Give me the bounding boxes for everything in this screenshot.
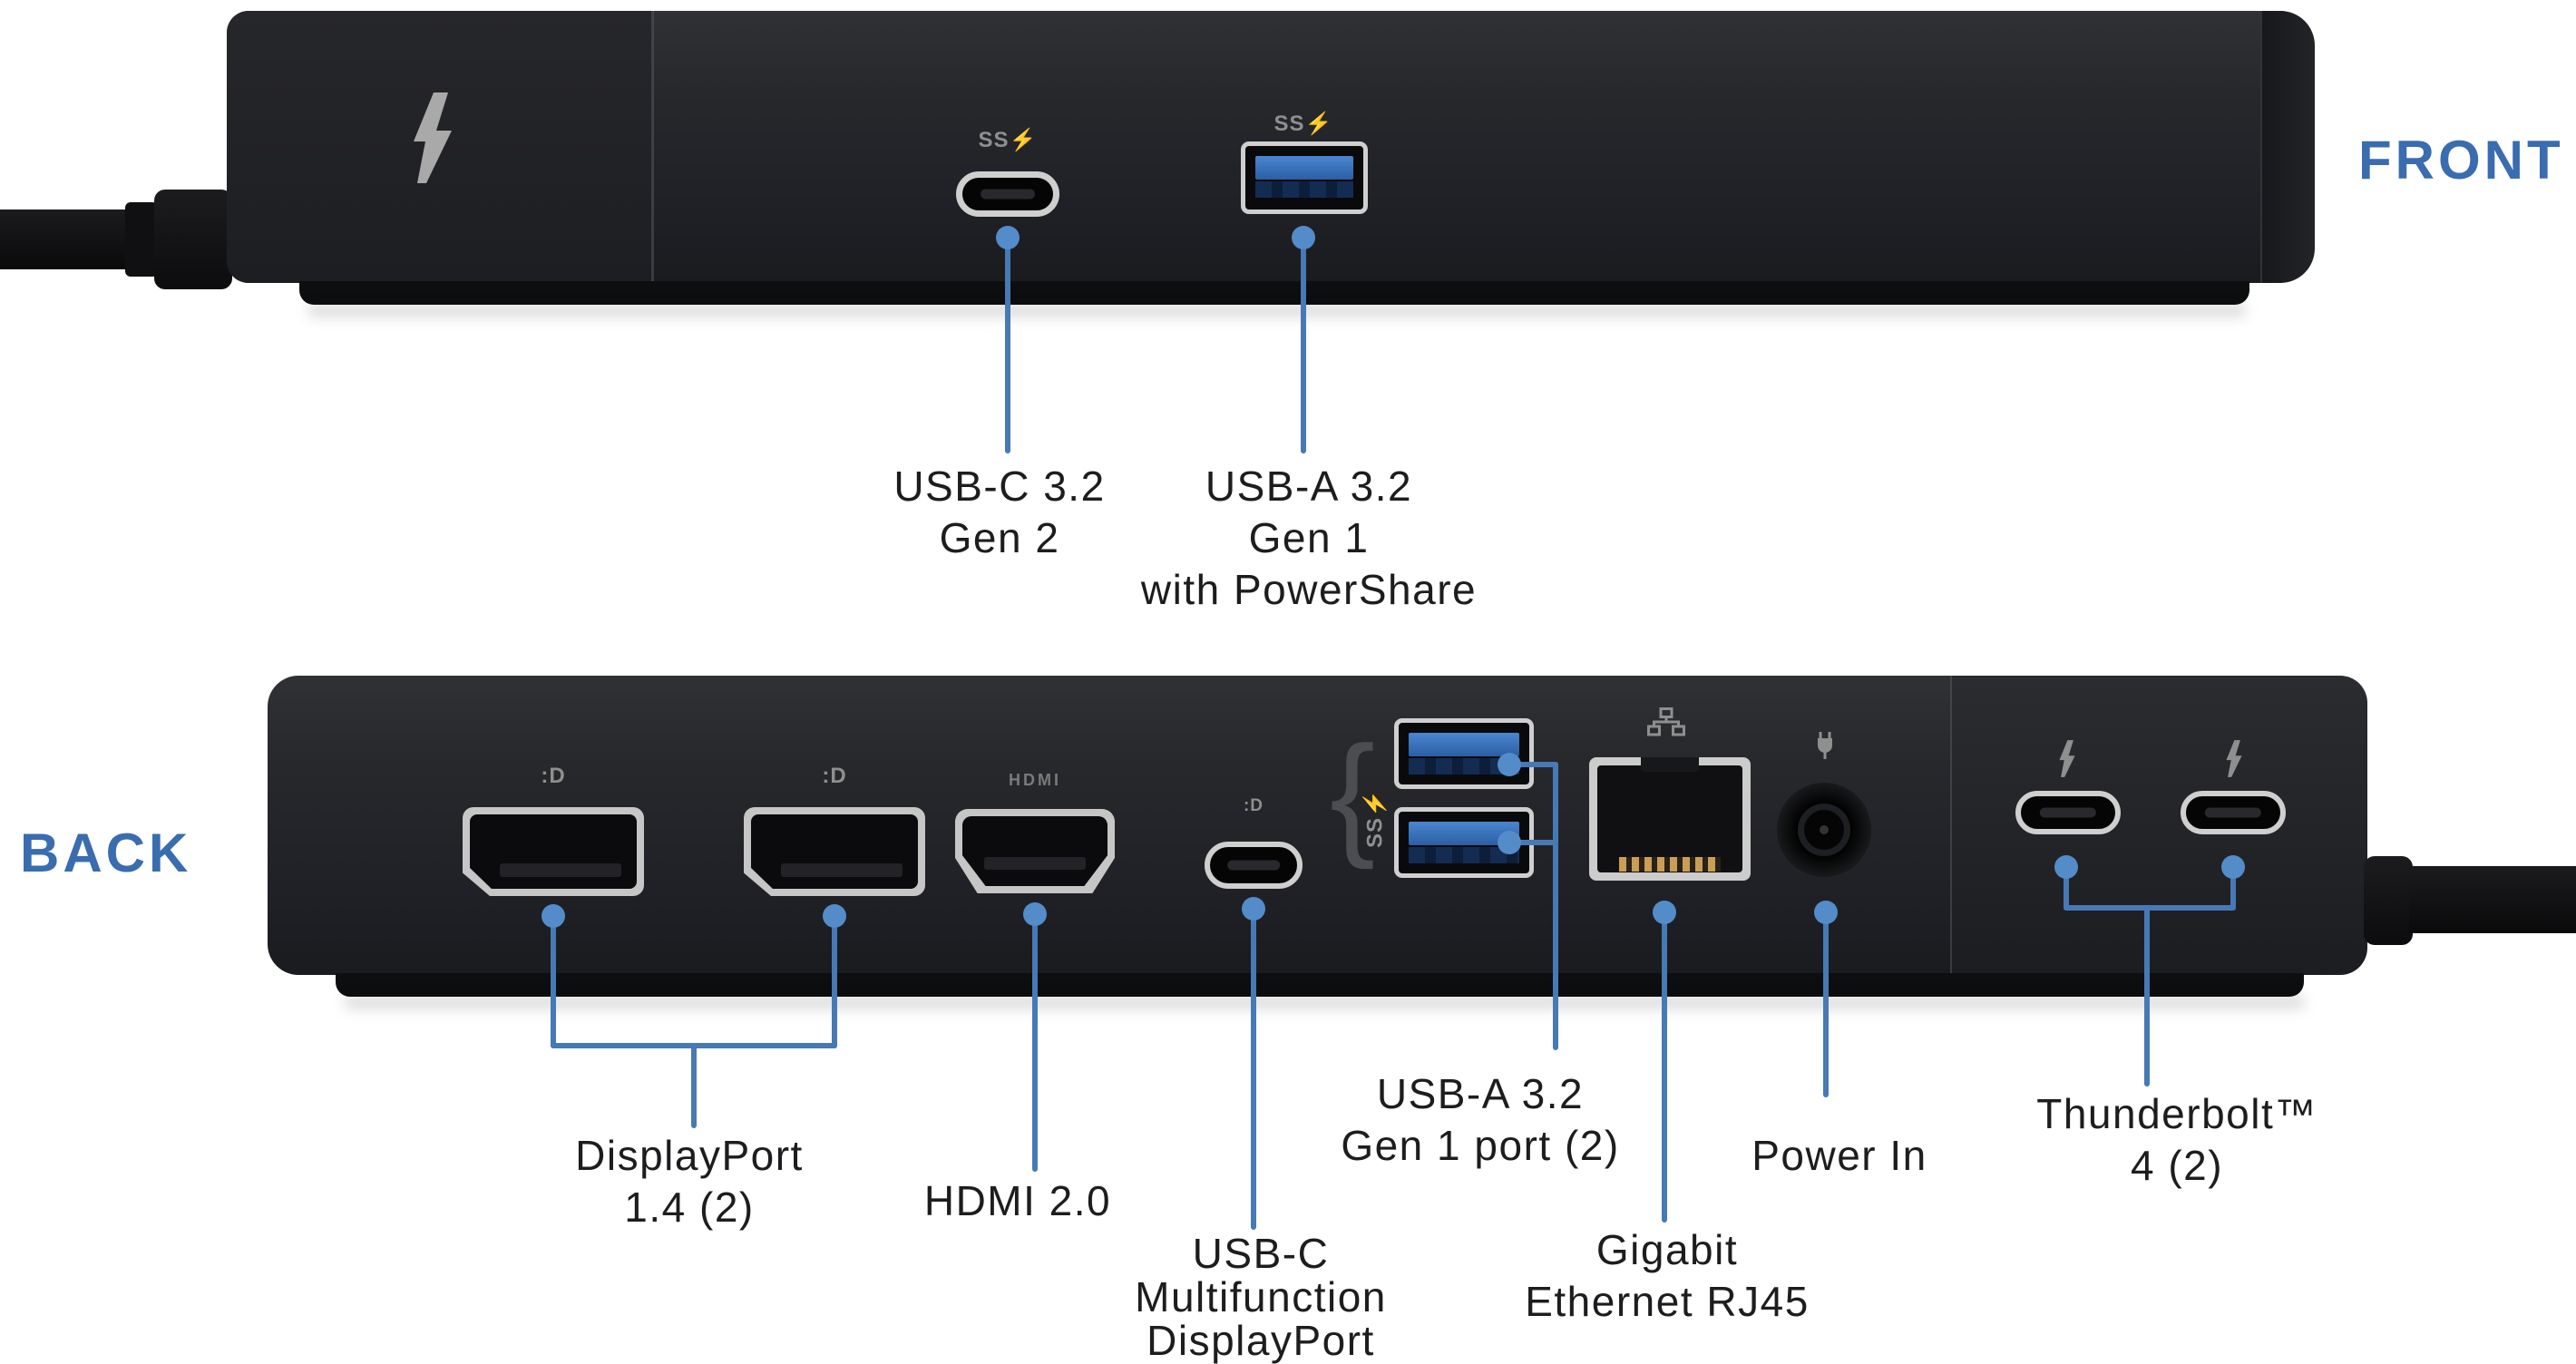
callout-dot [1242, 897, 1265, 921]
callout-line [1515, 762, 1558, 767]
usb-a-front-contacts [1255, 181, 1353, 198]
front-cable-ferrule [125, 202, 158, 277]
displayport-1-slot [500, 863, 622, 877]
rj45-pins [1619, 857, 1721, 872]
thunderbolt-logo-icon [414, 93, 452, 183]
callout-dot [2221, 855, 2245, 879]
superspeed-icon: SS⚡ [978, 128, 1038, 152]
front-cable-strain-relief [154, 190, 232, 289]
hdmi-icon: HDMI [1009, 771, 1061, 789]
displayport-1-port [463, 807, 644, 896]
dock-front-right-cap [2260, 11, 2315, 283]
callout-dot [1498, 753, 1521, 776]
callout-dot [1814, 901, 1838, 924]
hdmi-slot [984, 857, 1086, 870]
back-title: BACK [20, 823, 192, 883]
usb-c-back-port [1205, 842, 1303, 889]
label-usb-a-front: USB-A 3.2 Gen 1 with PowerShare [1140, 463, 1478, 613]
front-body-seam [651, 11, 654, 283]
callout-line [832, 923, 837, 1048]
back-cable-strain-relief [2364, 856, 2413, 945]
dock-back-base [336, 973, 2304, 997]
back-cable [2409, 866, 2576, 933]
displayport-2-slot [781, 863, 903, 877]
callout-dot [1498, 831, 1521, 854]
thunderbolt-1-slot [2039, 807, 2097, 818]
displayport-alt-mode-icon: :D [1243, 796, 1264, 815]
hdmi-inner [962, 816, 1107, 886]
usb-a-back-1-contacts [1409, 758, 1519, 775]
displayport-2-inner [751, 814, 918, 889]
label-usb-c-front: USB-C 3.2 Gen 2 [893, 463, 1106, 561]
front-title: FRONT [2358, 130, 2564, 190]
thunderbolt-port-2 [2181, 791, 2286, 834]
callout-line [1251, 916, 1256, 1230]
callout-line [2064, 874, 2069, 911]
displayport-icon: :D [541, 764, 566, 788]
thunderbolt-icon [2059, 740, 2075, 777]
callout-line [551, 923, 556, 1048]
usb-a-back-2-contacts [1409, 847, 1519, 863]
ethernet-rj45-port [1589, 757, 1751, 881]
front-cable [0, 209, 129, 269]
callout-dot [1292, 226, 1315, 249]
displayport-icon: :D [822, 764, 847, 788]
callout-line [1662, 920, 1667, 1223]
rj45-inner [1597, 765, 1742, 872]
power-in-icon [1818, 732, 1832, 759]
callout-dot [2054, 855, 2078, 879]
rj45-notch [1641, 757, 1699, 772]
callout-line [1515, 840, 1558, 845]
callout-line [691, 1043, 697, 1128]
usb-c-back-slot [1227, 860, 1280, 871]
usb-a-front-port [1241, 141, 1368, 214]
front-shadow [308, 303, 2245, 317]
callout-line [1553, 762, 1558, 1050]
ethernet-icon [1647, 707, 1685, 736]
hdmi-port [955, 809, 1115, 893]
callout-line [2144, 905, 2150, 1086]
label-usb-c-multifunction: USB-C Multifunction DisplayPort [1135, 1230, 1387, 1364]
label-usb-a-back: USB-A 3.2 Gen 1 port (2) [1341, 1070, 1620, 1169]
usb-c-front-slot [981, 189, 1035, 200]
callout-dot [823, 904, 846, 928]
power-in-jack [1777, 783, 1871, 877]
superspeed-icon: SS⚡ [1273, 112, 1333, 136]
callout-line [1823, 920, 1829, 1097]
label-displayport: DisplayPort 1.4 (2) [575, 1132, 804, 1231]
usb-c-front-port [956, 171, 1059, 217]
thunderbolt-icon [2226, 740, 2242, 777]
usb-a-group-brace: { [1330, 717, 1376, 870]
label-gigabit-ethernet: Gigabit Ethernet RJ45 [1525, 1226, 1810, 1325]
thunderbolt-2-slot [2204, 807, 2262, 818]
callout-line [2230, 874, 2236, 911]
label-thunderbolt: Thunderbolt™ 4 (2) [2036, 1090, 2317, 1189]
callout-dot [1653, 901, 1676, 924]
callout-line [1005, 245, 1010, 453]
superspeed-icon: SS⚡ [1362, 789, 1388, 848]
callout-line [1032, 921, 1038, 1172]
callout-dot [996, 226, 1020, 249]
callout-bracket [2064, 905, 2236, 911]
label-hdmi: HDMI 2.0 [923, 1177, 1112, 1224]
thunderbolt-port-1 [2015, 791, 2121, 834]
power-pin [1820, 825, 1829, 834]
displayport-1-inner [470, 814, 637, 889]
usb-a-back-1-tongue [1409, 733, 1519, 756]
callout-dot [542, 904, 565, 928]
callout-line [1301, 245, 1306, 453]
label-power-in: Power In [1751, 1132, 1927, 1179]
dock-back-thunderbolt-module [1950, 676, 2367, 975]
callout-dot [1023, 902, 1047, 926]
back-shadow [345, 995, 2304, 1009]
usb-a-front-tongue [1255, 156, 1353, 180]
dock-front-base [299, 281, 2249, 305]
displayport-2-port [744, 807, 925, 896]
